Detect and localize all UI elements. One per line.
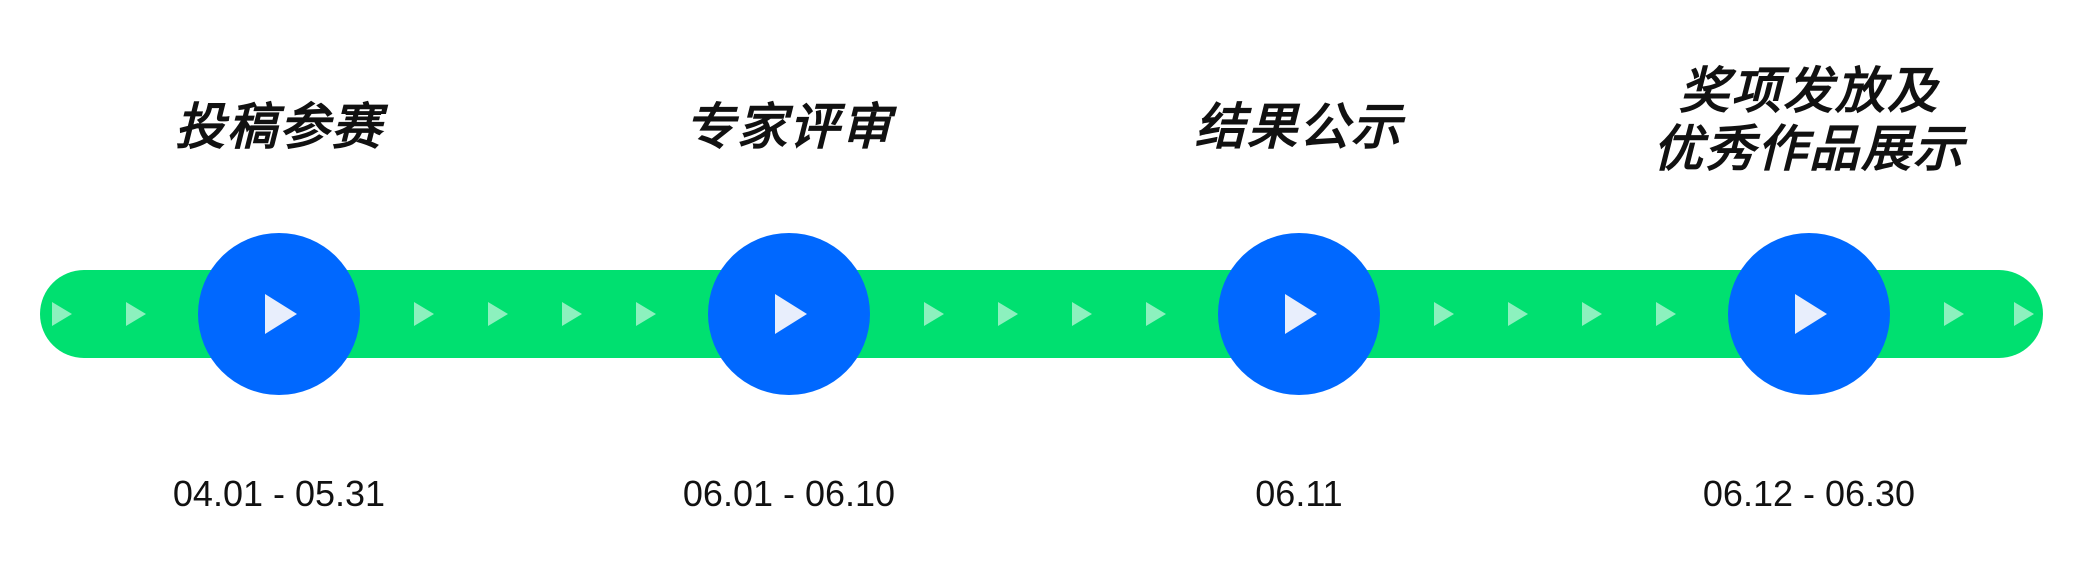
milestone-title: 投稿参赛	[175, 98, 383, 156]
track-arrow-icon	[1582, 302, 1602, 326]
milestone-node	[1728, 233, 1890, 395]
track-arrow-icon	[52, 302, 72, 326]
track-arrow-icon	[488, 302, 508, 326]
milestone-results: 结果公示 06.11	[1089, 0, 1509, 582]
track-arrow-icon	[1146, 302, 1166, 326]
milestone-date: 04.01 - 05.31	[172, 473, 386, 514]
track-arrow-icon	[998, 302, 1018, 326]
milestone-title: 结果公示	[1195, 98, 1403, 156]
play-icon	[1795, 294, 1827, 334]
play-icon	[775, 294, 807, 334]
play-icon	[1285, 294, 1317, 334]
milestone-title: 奖项发放及 优秀作品展示	[1653, 62, 1965, 178]
milestone-submission: 投稿参赛 04.01 - 05.31	[69, 0, 489, 582]
track-arrow-icon	[2014, 302, 2034, 326]
timeline-track	[40, 270, 2043, 358]
play-icon	[265, 294, 297, 334]
track-arrow-icon	[126, 302, 146, 326]
track-arrow-icon	[1434, 302, 1454, 326]
track-arrow-icon	[1508, 302, 1528, 326]
milestone-date: 06.11	[1255, 473, 1343, 514]
milestone-node	[1218, 233, 1380, 395]
track-arrow-icon	[1944, 302, 1964, 326]
milestone-expert-review: 专家评审 06.01 - 06.10	[579, 0, 999, 582]
milestone-title: 专家评审	[685, 98, 893, 156]
milestone-awards: 奖项发放及 优秀作品展示 06.12 - 06.30	[1599, 0, 2019, 582]
track-arrow-icon	[1072, 302, 1092, 326]
milestone-date: 06.12 - 06.30	[1702, 473, 1916, 514]
track-arrow-icon	[1656, 302, 1676, 326]
milestone-node	[198, 233, 360, 395]
track-arrow-icon	[562, 302, 582, 326]
milestone-node	[708, 233, 870, 395]
track-arrow-icon	[636, 302, 656, 326]
track-arrow-icon	[414, 302, 434, 326]
track-arrow-icon	[924, 302, 944, 326]
milestone-date: 06.01 - 06.10	[682, 473, 896, 514]
